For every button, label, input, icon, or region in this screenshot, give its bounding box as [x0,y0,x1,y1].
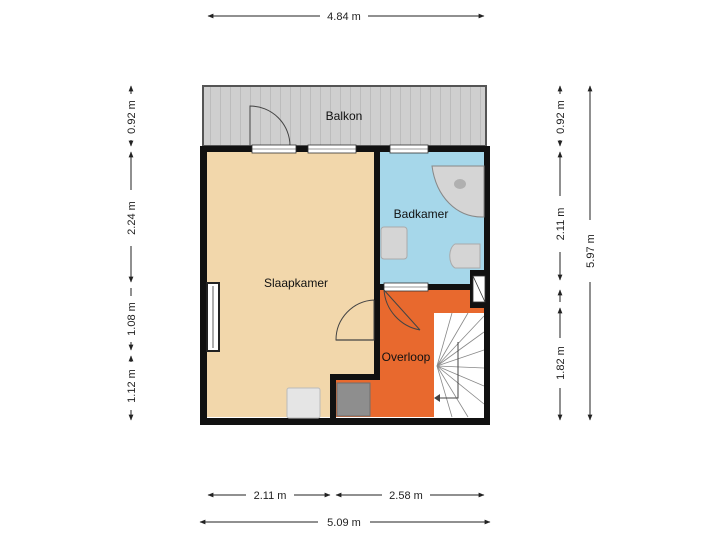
dim-left-balcony: 0.92 m [126,100,138,134]
bedroom-floor [207,152,377,417]
bath-cabinet [380,226,408,260]
dim-right-bath: 2.11 m [555,208,567,241]
stair-area [434,313,484,417]
dim-top-width: 4.84 m [327,11,361,23]
dim-bottom-total: 5.09 m [327,517,361,529]
sink-basin [454,179,466,189]
room-label-badkamer: Badkamer [394,207,449,221]
dim-bottom-left: 2.11 m [254,490,287,502]
dim-left-upper: 2.24 m [126,201,138,235]
dim-right-lower: 1.82 m [555,346,567,380]
room-label-balkon: Balkon [326,109,363,123]
dim-left-middle: 1.08 m [126,302,138,336]
bedroom-radiator [286,387,321,419]
toilet-fixture [449,243,481,269]
sink-fixture [431,165,485,218]
bathroom-door-swing [383,289,421,331]
staircase [434,312,485,418]
dim-right-balcony: 0.92 m [555,100,567,134]
balcony-area [202,85,487,147]
balcony-door-swing [249,105,291,147]
room-label-overloop: Overloop [382,350,431,364]
dimension-lines [128,13,593,525]
dim-bottom-right: 2.58 m [389,490,423,502]
bedroom-door-swing [335,299,375,341]
landing-cabinet [336,382,371,417]
openings [206,144,486,352]
dim-left-lower: 1.12 m [126,369,138,403]
dim-right-total: 5.97 m [585,234,597,268]
fixtures [286,165,485,419]
room-label-slaapkamer: Slaapkamer [264,276,328,290]
